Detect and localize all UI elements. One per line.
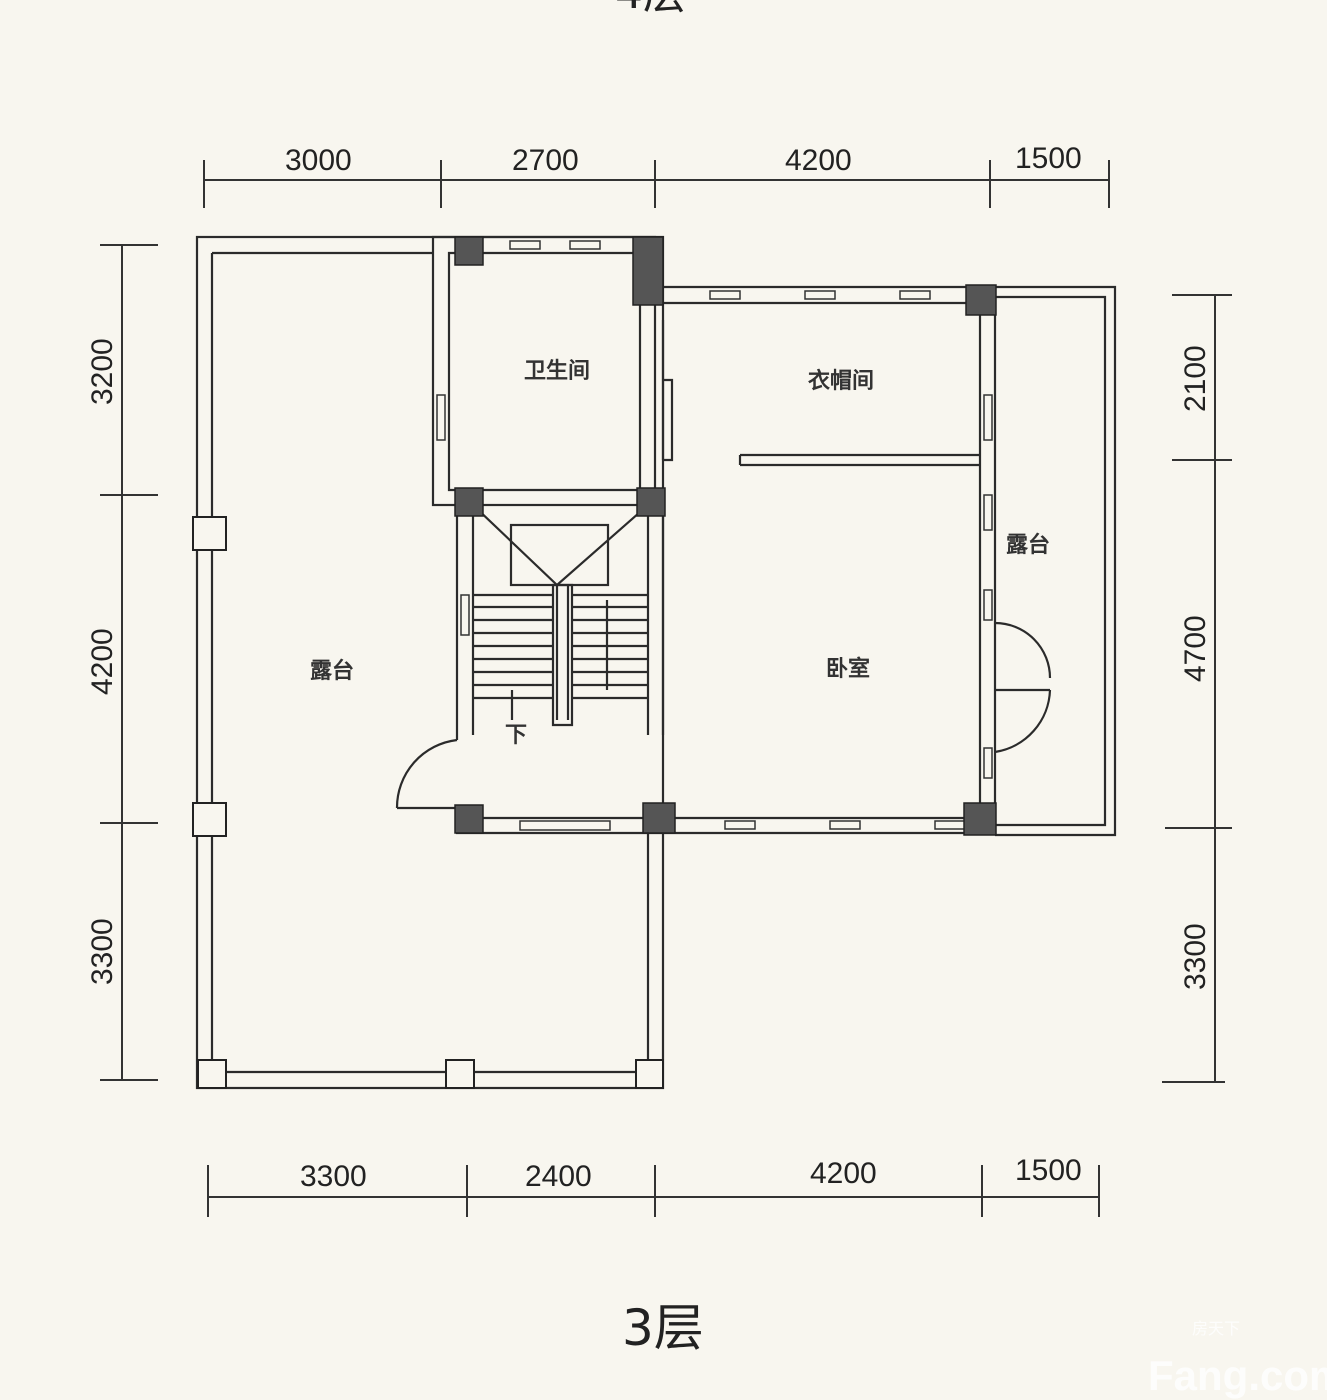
dim-bottom-2: 2400: [525, 1160, 592, 1193]
dim-right-1: 2100: [1179, 345, 1212, 412]
fang-watermark-logo: 房天下 Fang.com: [1148, 1319, 1327, 1399]
previous-floor-label: 4层: [615, 0, 687, 19]
room-label-bedroom: 卧室: [826, 656, 870, 682]
floor-label: 3层: [622, 1299, 704, 1357]
dim-left-3: 3300: [86, 918, 119, 985]
bottom-dimensions: 3300 2400 4200 1500: [207, 1154, 1100, 1217]
room-label-bathroom: 卫生间: [524, 359, 590, 384]
dim-top-1: 3000: [285, 144, 352, 177]
columns: [192, 236, 997, 1089]
dim-bottom-1: 3300: [300, 1160, 367, 1193]
room-label-balcony-right: 露台: [1006, 532, 1050, 558]
dim-right-2: 4700: [1179, 615, 1212, 682]
dim-top-3: 4200: [785, 144, 852, 177]
left-dimensions: 3200 4200 3300: [86, 244, 158, 1081]
dim-top-4: 1500: [1015, 142, 1082, 175]
dim-left-1: 3200: [86, 338, 119, 405]
dim-left-2: 4200: [86, 628, 119, 695]
dim-top-2: 2700: [512, 144, 579, 177]
room-label-balcony-left: 露台: [310, 658, 354, 684]
room-label-wardrobe: 衣帽间: [808, 368, 874, 394]
svg-text:房天下: 房天下: [1192, 1319, 1240, 1338]
top-dimensions: 3000 2700 4200 1500: [203, 142, 1110, 208]
dim-right-3: 3300: [1179, 923, 1212, 990]
svg-text:Fang.com: Fang.com: [1148, 1352, 1327, 1399]
stair-down-label: 下: [505, 723, 527, 748]
dim-bottom-3: 4200: [810, 1157, 877, 1190]
dim-bottom-4: 1500: [1015, 1154, 1082, 1187]
windows: [436, 240, 993, 831]
right-dimensions: 2100 4700 3300: [1162, 294, 1232, 1083]
